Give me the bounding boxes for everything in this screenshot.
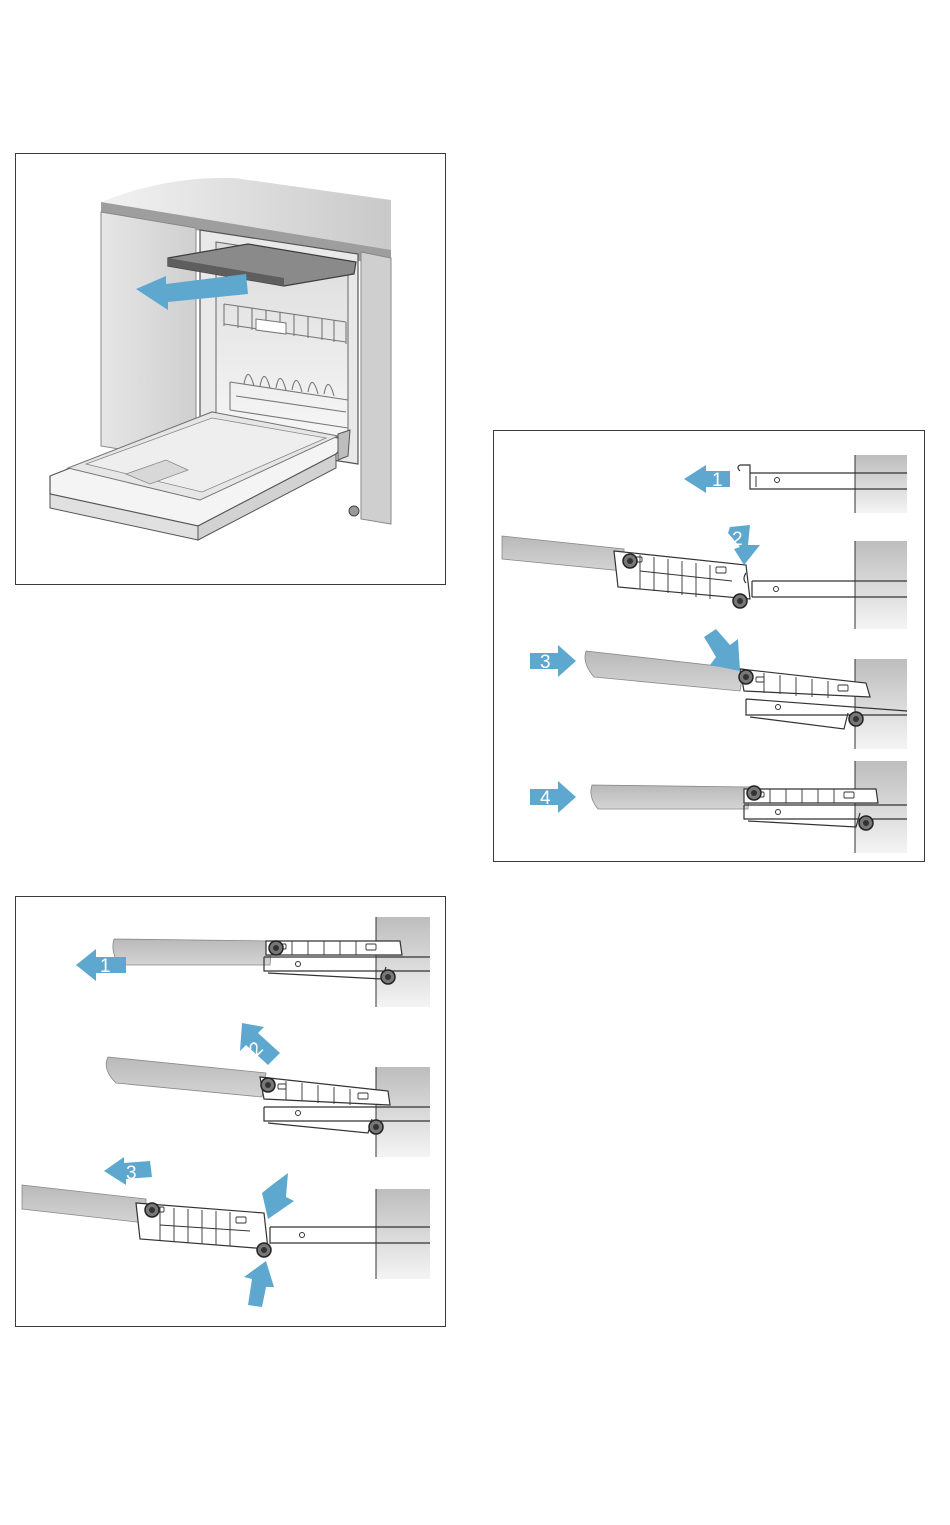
install-step-1: 1 [684,455,907,513]
remove-steps-illustration: 1 2 [16,897,445,1326]
arrow-up-icon [244,1261,274,1307]
install-steps-illustration: 1 2 [494,431,924,861]
hinge-plate [740,669,870,697]
arrow-right-icon [530,781,576,813]
install-step-2: 2 [502,525,907,629]
leveling-foot [349,506,359,516]
remove-step-1: 1 [76,917,430,1007]
arrow-right-icon [530,645,576,677]
dishwasher-illustration-panel [15,153,446,585]
furniture-board [106,1057,266,1097]
arrow-down-icon [262,1173,294,1219]
furniture-board [591,785,750,809]
step-number-3: 3 [126,1163,137,1184]
step-number-2: 2 [732,529,743,550]
right-cabinet [361,252,391,524]
door-hinge [338,430,350,460]
remove-step-3: 3 [22,1157,430,1307]
furniture-board [113,939,272,965]
install-steps-panel: 1 2 [493,430,925,862]
step-number-4: 4 [540,788,551,809]
install-step-4: 4 [530,761,907,853]
step-number-1: 1 [100,956,111,977]
remove-step-2: 2 [106,1023,430,1157]
dishwasher-illustration [16,154,445,584]
furniture-board [502,536,624,571]
furniture-board [22,1185,146,1223]
step-number-1: 1 [712,470,723,491]
step-number-3: 3 [540,652,551,673]
remove-steps-panel: 1 2 [15,896,446,1327]
arrow-left-icon [684,465,730,493]
install-step-3: 3 [530,629,907,749]
hinge-plate [260,1077,390,1105]
